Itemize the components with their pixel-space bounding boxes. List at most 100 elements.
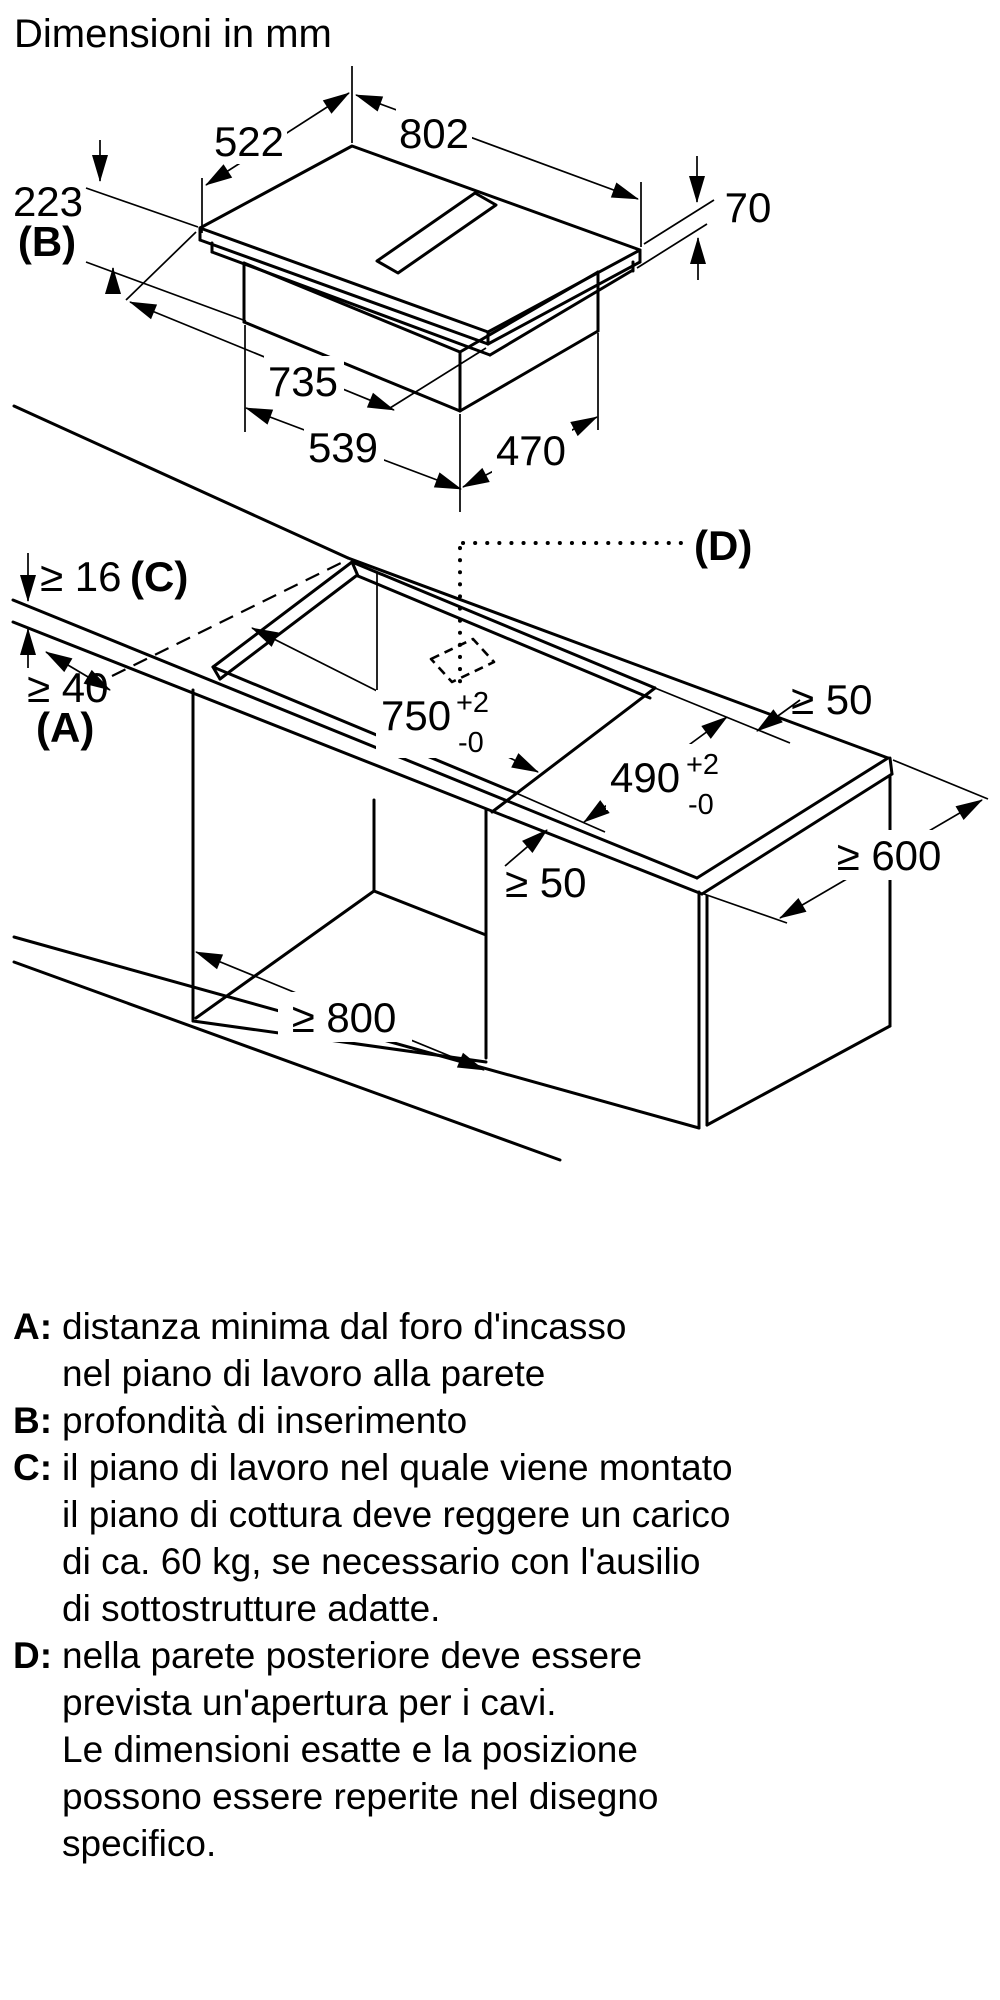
dim-label-522: 522: [214, 118, 284, 165]
cutout-tick: [350, 560, 360, 578]
label-bg: [264, 356, 344, 406]
label-bg: [824, 830, 956, 880]
legend-line: specifico.: [62, 1823, 217, 1864]
install-view-labels: ≥ 16 (C) ≥ 40 (A) 750 +2 -0 490 +2 -0 ≥ …: [27, 522, 956, 1042]
legend-line: possono essere reperite nel disegno: [62, 1776, 659, 1817]
cabinet-edge: [705, 1024, 892, 1127]
dim-label-539: 539: [308, 424, 378, 471]
ref-line: [636, 223, 708, 269]
label-bg: [211, 112, 287, 164]
leader-50-front: [504, 829, 548, 867]
ext-line: [654, 687, 791, 744]
cutout-tick: [211, 665, 222, 681]
legend: A:distanza minima dal foro d'incasso nel …: [13, 1303, 988, 1867]
cable-opening-dashed-rect: [429, 637, 496, 684]
ext-line: [703, 893, 788, 924]
legend-lines: nella parete posteriore deve essere previ…: [62, 1632, 988, 1867]
wall-junction-dashed: [111, 559, 348, 677]
install-view-drawing: [11, 404, 894, 1162]
dim-label-C: (C): [130, 553, 188, 600]
legend-label: C:: [13, 1447, 53, 1488]
dim-label-600: ≥ 600: [837, 832, 942, 879]
install-view-dimensions: [20, 553, 989, 1071]
worktop-back-edge: [346, 556, 890, 760]
legend-lines: profondità di inserimento: [62, 1397, 988, 1444]
cutout-inner: [356, 574, 652, 700]
dim-label-750: 750: [381, 692, 451, 739]
dim-label-223: 223: [13, 178, 83, 225]
cutout-inner: [218, 574, 358, 681]
dim-label-70: 70: [725, 184, 772, 231]
leader-50-right: [756, 699, 801, 732]
ext-line: [125, 231, 197, 301]
ref-line: [85, 187, 199, 228]
legend-label: D:: [13, 1635, 53, 1676]
cutout-edge: [490, 686, 657, 814]
legend-line: profondità di inserimento: [62, 1400, 468, 1441]
dim-label-A: (A): [36, 704, 94, 751]
dim-line-40: [45, 651, 111, 691]
dim-label-16: ≥ 16: [40, 553, 121, 600]
legend-label: A:: [13, 1306, 53, 1347]
legend-line: nel piano di lavoro alla parete: [62, 1353, 546, 1394]
top-view-labels: 522 802 223 (B) 70 735 539 470: [13, 104, 771, 475]
page-title: Dimensioni in mm: [14, 12, 332, 56]
cutout-edge: [211, 560, 354, 669]
cutout-edge: [350, 560, 657, 690]
glass-edge: [486, 260, 642, 346]
legend-label: B:: [13, 1400, 53, 1441]
ext-line: [515, 792, 606, 833]
dim-label-802: 802: [399, 110, 469, 157]
label-bg: [492, 425, 572, 475]
dim-label-40: ≥ 40: [27, 664, 108, 711]
dim-label-490-tol-minus: -0: [688, 789, 714, 821]
worktop-front-bottom: [11, 620, 704, 896]
legend-entry-D: D:nella parete posteriore deve essere pre…: [13, 1632, 988, 1867]
dim-label-B: (B): [18, 218, 76, 265]
legend-line: Le dimensioni esatte e la posizione: [62, 1729, 638, 1770]
dim-label-D: (D): [694, 522, 752, 569]
dim-label-50-right: ≥ 50: [791, 676, 872, 723]
legend-entry-A: A:distanza minima dal foro d'incasso nel …: [13, 1303, 988, 1397]
cable-opening: [429, 541, 689, 689]
dim-label-50-front: ≥ 50: [505, 859, 586, 906]
worktop-end-tick: [888, 756, 894, 776]
ext-line: [389, 347, 487, 409]
dim-label-490: 490: [610, 754, 680, 801]
worktop-front-top: [11, 598, 699, 880]
ext-line: [892, 759, 989, 800]
dim-label-470: 470: [496, 427, 566, 474]
legend-line: il piano di cottura deve reggere un cari…: [62, 1494, 731, 1535]
plenum-edge: [458, 270, 600, 354]
dim-label-490-tol-plus: +2: [686, 749, 719, 781]
legend-entry-C: C:il piano di lavoro nel quale viene mon…: [13, 1444, 988, 1632]
legend-lines: il piano di lavoro nel quale viene monta…: [62, 1444, 988, 1632]
vent-slot: [375, 191, 498, 275]
dim-line-735: [129, 301, 395, 411]
cabinet-edge: [372, 889, 488, 937]
legend-line: prevista un'apertura per i cavi.: [62, 1682, 557, 1723]
wall-edge: [12, 404, 350, 560]
label-bg: [396, 104, 472, 156]
dim-label-800: ≥ 800: [292, 994, 397, 1041]
label-bg: [376, 690, 514, 758]
rim-edge: [488, 268, 635, 357]
legend-entry-B: B:profondità di inserimento: [13, 1397, 988, 1444]
label-bg: [304, 422, 384, 472]
glass-edge: [198, 238, 490, 346]
plenum-edge: [458, 329, 600, 413]
dim-label-735: 735: [268, 358, 338, 405]
legend-lines: distanza minima dal foro d'incasso nel pi…: [62, 1303, 988, 1397]
plenum-edge: [242, 261, 462, 354]
legend-line: il piano di lavoro nel quale viene monta…: [62, 1447, 733, 1488]
ref-line: [85, 261, 247, 322]
dim-label-750-tol-plus: +2: [456, 687, 489, 719]
legend-line: di ca. 60 kg, se necessario con l'ausili…: [62, 1541, 701, 1582]
ref-line: [643, 199, 715, 245]
dim-label-750-tol-minus: -0: [458, 727, 484, 759]
label-bg: [606, 744, 744, 810]
legend-line: nella parete posteriore deve essere: [62, 1635, 643, 1676]
legend-line: distanza minima dal foro d'incasso: [62, 1306, 627, 1347]
